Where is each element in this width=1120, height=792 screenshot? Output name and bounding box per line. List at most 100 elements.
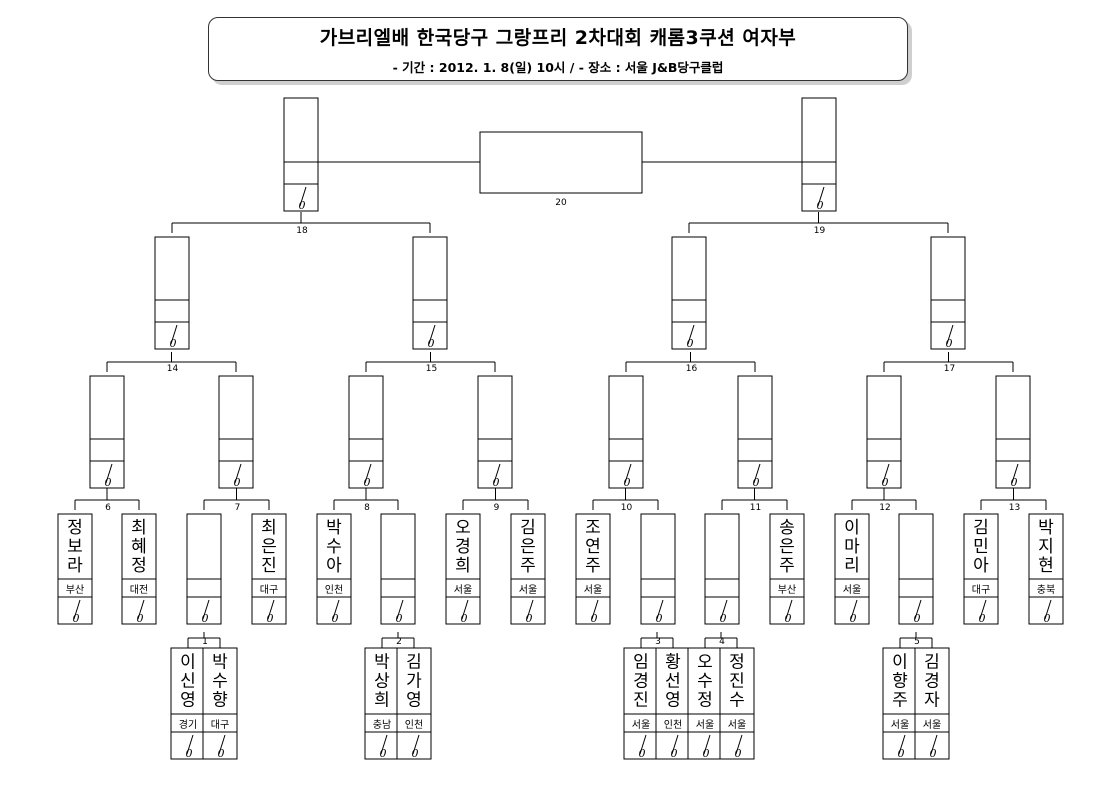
- bracket-line: [591, 599, 599, 620]
- player-name-char: 황: [665, 653, 681, 673]
- match-number: 11: [750, 503, 761, 513]
- player-name-char: 아: [973, 556, 989, 576]
- player-slot: [218, 375, 254, 489]
- player-name-char: 수: [326, 537, 342, 557]
- score-value: 0: [202, 612, 209, 625]
- player-name-char: 향: [892, 672, 908, 692]
- match-number: 7: [235, 503, 241, 513]
- player-name-char: 민: [973, 537, 989, 557]
- bracket-line: [364, 463, 372, 484]
- score-value: 0: [591, 612, 598, 625]
- score-value: 0: [461, 612, 468, 625]
- player-slot: [1028, 513, 1064, 625]
- score-value: 0: [785, 612, 792, 625]
- score-value: 0: [1044, 612, 1051, 625]
- score-value: 0: [380, 747, 387, 760]
- bracket-line: [170, 324, 178, 345]
- player-name-char: 오: [697, 653, 713, 673]
- bracket-line: [703, 734, 711, 755]
- player-name-char: 진: [633, 691, 649, 711]
- player-name-char: 영: [406, 691, 422, 711]
- bracket-line: [914, 599, 922, 620]
- player-slot: [154, 236, 190, 350]
- player-slot: [898, 513, 934, 625]
- score-value: 0: [73, 612, 80, 625]
- player-name-char: 신: [180, 672, 196, 692]
- bracket-line: [73, 599, 81, 620]
- player-name-char: 박: [212, 653, 228, 673]
- score-value: 0: [412, 747, 419, 760]
- match-number: 12: [879, 503, 890, 513]
- player-name-char: 라: [67, 556, 83, 576]
- player-name-char: 수: [729, 691, 745, 711]
- player-name-char: 마: [844, 537, 860, 557]
- player-name-char: 임: [633, 653, 649, 673]
- player-name-char: 오: [455, 518, 471, 538]
- bracket-line: [946, 324, 954, 345]
- player-name-char: 영: [665, 691, 681, 711]
- player-region: 충북: [1037, 584, 1055, 596]
- player-slot: [412, 236, 448, 350]
- match-number: 13: [1009, 503, 1020, 513]
- player-slot: [737, 375, 773, 489]
- bracket-line: [105, 463, 113, 484]
- player-name-char: 박: [374, 653, 390, 673]
- score-value: 0: [850, 612, 857, 625]
- player-name-char: 향: [212, 691, 228, 711]
- match-number: 2: [396, 637, 402, 647]
- player-name-char: 아: [326, 556, 342, 576]
- player-name-char: 혜: [131, 537, 147, 557]
- score-value: 0: [428, 337, 435, 350]
- player-region: 대구: [260, 584, 278, 596]
- player-slot: [348, 375, 384, 489]
- player-slot: [914, 647, 950, 760]
- player-slot: [121, 513, 157, 625]
- match-number: 8: [364, 503, 370, 513]
- score-value: 0: [703, 747, 710, 760]
- player-name-char: 선: [665, 672, 681, 692]
- match-number: 18: [296, 226, 308, 236]
- player-name-char: 은: [261, 537, 277, 557]
- title-box: 가브리엘배 한국당구 그랑프리 2차대회 캐롬3쿠션 여자부 - 기간 : 20…: [208, 17, 908, 81]
- player-slot: [687, 647, 723, 760]
- score-value: 0: [105, 476, 112, 489]
- player-region: 인천: [405, 719, 423, 731]
- player-name-char: 수: [212, 672, 228, 692]
- player-slot: [316, 513, 352, 625]
- player-slot: [801, 97, 837, 212]
- player-name-char: 최: [131, 518, 147, 538]
- player-region: 서울: [843, 584, 861, 596]
- player-slot: [170, 647, 206, 760]
- player-name-char: 김: [406, 653, 422, 673]
- player-name-char: 주: [779, 556, 795, 576]
- score-value: 0: [656, 612, 663, 625]
- player-region: 대구: [211, 719, 229, 731]
- player-region: 충남: [373, 719, 391, 731]
- bracket-line: [979, 599, 987, 620]
- player-name-char: 정: [131, 556, 147, 576]
- bracket-line: [234, 463, 242, 484]
- player-slot: [364, 647, 400, 760]
- match-number: 10: [621, 503, 633, 513]
- score-value: 0: [526, 612, 533, 625]
- match-number: 20: [555, 198, 567, 208]
- player-region: 부산: [66, 584, 84, 596]
- score-value: 0: [624, 476, 631, 489]
- final-box: [479, 131, 643, 194]
- event-info: - 기간 : 2012. 1. 8(일) 10시 / - 장소 : 서울 J&B…: [392, 60, 724, 75]
- player-name-char: 주: [520, 556, 536, 576]
- bracket-line: [1044, 599, 1052, 620]
- player-name-char: 희: [455, 556, 471, 576]
- player-name-char: 은: [779, 537, 795, 557]
- bracket-line: [735, 734, 743, 755]
- player-slot: [380, 513, 416, 625]
- bracket-line: [720, 599, 728, 620]
- player-slot: [655, 647, 691, 760]
- bracket-line: [671, 734, 679, 755]
- bracket-line: [493, 463, 501, 484]
- player-slot: [575, 513, 611, 625]
- bracket-line: [202, 599, 210, 620]
- player-name-char: 경: [924, 672, 940, 692]
- match-number: 14: [167, 364, 179, 374]
